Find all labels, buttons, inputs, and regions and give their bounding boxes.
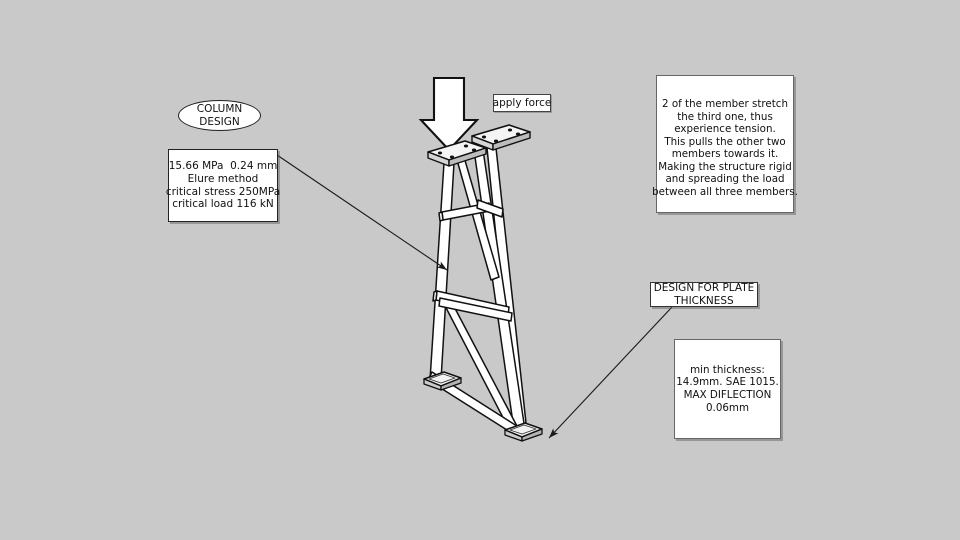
cross-member-upper-right bbox=[476, 199, 504, 218]
column-design-bubble-line-1: COLUMN bbox=[196, 102, 243, 115]
plate-thickness-line-4: 0.06mm bbox=[706, 401, 749, 414]
column-design-line-3: critical stress 250MPa bbox=[165, 185, 281, 198]
plate-thickness-label-line-1: DESIGN FOR PLATE bbox=[653, 281, 755, 294]
plate-thickness-label[interactable]: DESIGN FOR PLATE THICKNESS bbox=[650, 282, 758, 307]
column-design-line-4: critical load 116 kN bbox=[172, 198, 274, 211]
base-plate-left bbox=[423, 371, 462, 391]
plate-thickness-line-3: MAX DIFLECTION bbox=[683, 389, 772, 401]
tension-explanation-box[interactable]: 2 of the member stretch the third one, t… bbox=[652, 75, 798, 213]
column-design-line-2: Elure method bbox=[187, 172, 259, 185]
leader-line-plate-thickness bbox=[548, 306, 673, 439]
force-arrow-icon bbox=[418, 76, 480, 152]
apply-force-label[interactable]: apply force bbox=[493, 94, 551, 112]
tension-line-8: between all three members. bbox=[652, 185, 798, 198]
top-plate-right bbox=[471, 124, 531, 151]
tension-line-6: Making the structure rigid bbox=[658, 160, 792, 173]
plate-thickness-label-line-2: THICKNESS bbox=[674, 294, 734, 307]
cross-member-mid-rear bbox=[438, 297, 513, 322]
plate-thickness-line-1: min thickness: bbox=[690, 363, 765, 376]
front-left-leg bbox=[429, 162, 455, 381]
tension-line-1: 2 of the member stretch bbox=[662, 98, 788, 110]
plate-thickness-line-2: 14.9mm. SAE 1015. bbox=[676, 376, 779, 389]
tension-line-3: experience tension. bbox=[674, 123, 776, 136]
apply-force-text: apply force bbox=[492, 96, 552, 109]
column-design-bubble-line-2: DESIGN bbox=[199, 115, 240, 128]
truss-structure bbox=[423, 124, 543, 442]
tension-line-5: members towards it. bbox=[671, 148, 779, 161]
leader-line-column-design bbox=[276, 154, 448, 271]
tension-line-2: the third one, thus bbox=[677, 110, 773, 123]
plate-thickness-details-box[interactable]: min thickness: 14.9mm. SAE 1015. MAX DIF… bbox=[674, 339, 781, 439]
column-design-line-1: 15.66 MPa 0.24 mm bbox=[168, 159, 278, 172]
column-design-bubble[interactable]: COLUMN DESIGN bbox=[178, 100, 261, 131]
tension-line-4: This pulls the other two bbox=[664, 135, 786, 148]
base-plate-right bbox=[504, 422, 543, 442]
tension-line-7: and spreading the load bbox=[665, 173, 785, 186]
column-design-details-box[interactable]: 15.66 MPa 0.24 mm Elure method critical … bbox=[165, 149, 281, 222]
